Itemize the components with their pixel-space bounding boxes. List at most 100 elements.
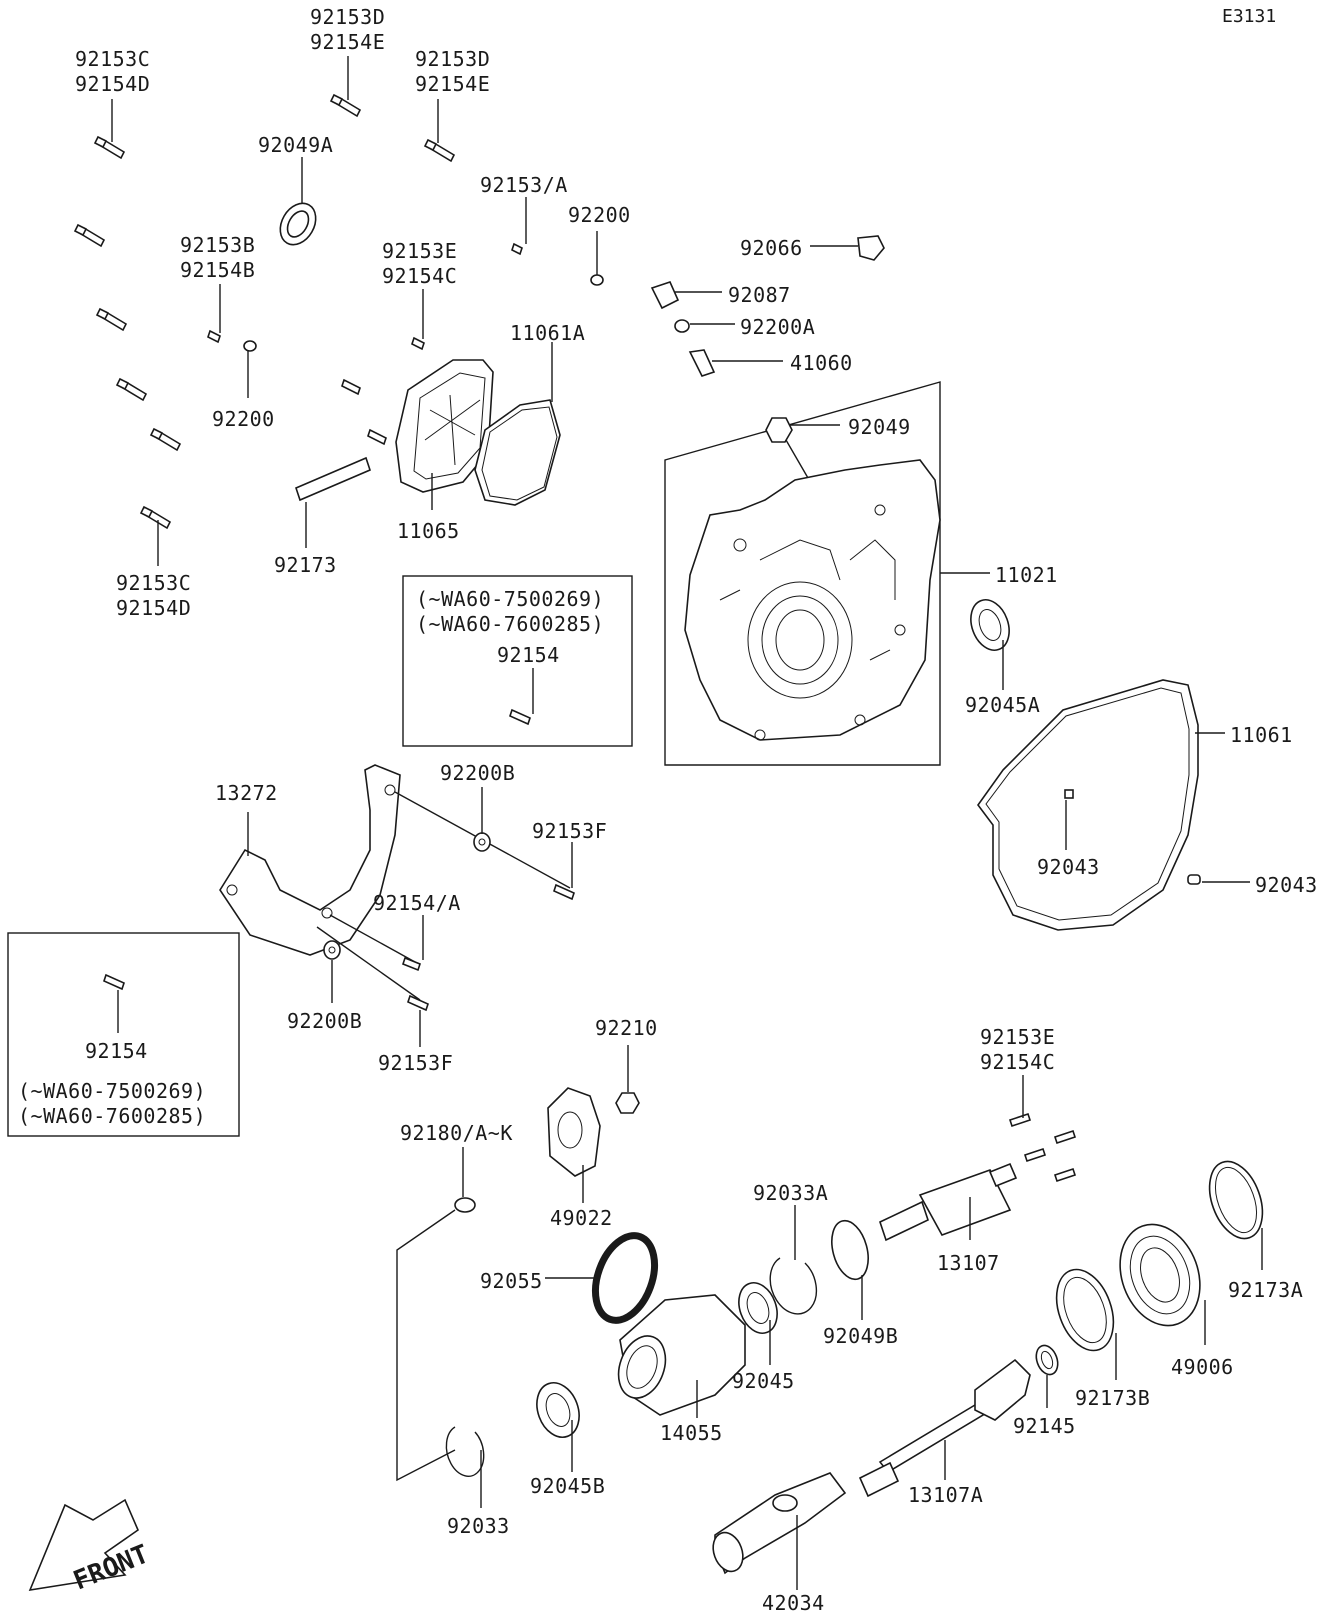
bolt-left-1 — [73, 223, 106, 248]
part-number-label: (~WA60-7600285) — [18, 1104, 206, 1128]
part-number-label: 92055 — [480, 1269, 543, 1293]
part-number-label: 11061A — [510, 321, 585, 345]
circlip-92033 — [445, 1426, 485, 1508]
part-number-label: 92154E — [415, 72, 490, 96]
part-number-label: 42034 — [762, 1591, 825, 1615]
part-number-label: 14055 — [660, 1421, 723, 1445]
part-number-label: 92173 — [274, 553, 337, 577]
dowel-92043-b — [1187, 874, 1250, 885]
bolt-left-4 — [149, 427, 182, 452]
part-number-label: (~WA60-7500269) — [416, 587, 604, 611]
cap-92066 — [810, 235, 885, 261]
part-number-label: 13272 — [215, 781, 278, 805]
part-number-label: 92153D — [415, 47, 490, 71]
part-number-label: 13107A — [908, 1483, 983, 1507]
part-number-label: 92066 — [740, 236, 803, 260]
plate-92173 — [295, 456, 371, 548]
plug-92087 — [650, 281, 722, 310]
clamp-92173B — [1055, 1268, 1117, 1380]
part-number-label: 13107 — [937, 1251, 1000, 1275]
part-number-label: (~WA60-7500269) — [18, 1079, 206, 1103]
bolt-small-2 — [367, 428, 387, 446]
bolt-92153E-b — [1008, 1075, 1077, 1183]
variant-box-1 — [402, 575, 633, 747]
part-number-label: 92154B — [180, 258, 255, 282]
circlip-92033A — [769, 1205, 818, 1315]
part-number-label: 92173B — [1075, 1386, 1150, 1410]
part-number-label: 92200B — [287, 1009, 362, 1033]
part-number-label: 92154C — [382, 264, 457, 288]
washer-92200B-a — [394, 787, 571, 889]
bearing-92045 — [738, 1282, 778, 1365]
oring-92055 — [545, 1232, 658, 1324]
part-number-label: 92200A — [740, 315, 815, 339]
spring-92145 — [1035, 1344, 1059, 1408]
washer-92200A — [674, 319, 735, 333]
part-number-label: 92200B — [440, 761, 515, 785]
part-number-label: 92153E — [382, 239, 457, 263]
nut-92049 — [765, 417, 840, 479]
bolt-92153F-b — [407, 994, 429, 1047]
part-number-label: 92200 — [568, 203, 631, 227]
part-number-label: 92153D — [310, 5, 385, 29]
part-number-label: 92045A — [965, 693, 1040, 717]
sensor-41060 — [688, 349, 783, 377]
diagram-code: E3131 — [1222, 6, 1276, 27]
part-number-label: 92173A — [1228, 1278, 1303, 1302]
bolt-small-1 — [341, 378, 361, 396]
gasket-11061 — [977, 679, 1225, 931]
bolt-left-3 — [115, 377, 148, 402]
part-number-label: 92154/A — [373, 891, 461, 915]
washer-92200B-b — [316, 926, 421, 1003]
part-number-label: 92153F — [532, 819, 607, 843]
washer-92200-a — [590, 231, 604, 286]
part-number-label: 92045 — [732, 1369, 795, 1393]
part-number-label: 92210 — [595, 1016, 658, 1040]
bolt-92153F-a — [553, 842, 575, 901]
part-number-label: 92043 — [1037, 855, 1100, 879]
part-number-label: 92154E — [310, 30, 385, 54]
gasket-11061A — [474, 342, 561, 506]
bolt-92153B — [207, 284, 221, 344]
nut-92210 — [615, 1045, 640, 1114]
part-number-label: 92200 — [212, 407, 275, 431]
boot-49006 — [1119, 1223, 1206, 1345]
part-number-label: 92033A — [753, 1181, 828, 1205]
washer-92200-b — [243, 340, 257, 398]
yoke-42034 — [712, 1472, 847, 1590]
part-number-label: 11061 — [1230, 723, 1293, 747]
part-number-label: 92153C — [116, 571, 191, 595]
bolt-left-2 — [95, 307, 128, 332]
part-number-label: 92154C — [980, 1050, 1055, 1074]
bolt-92153C-top — [93, 99, 126, 160]
part-number-label: 92049A — [258, 133, 333, 157]
shim-92180 — [396, 1147, 476, 1482]
part-number-label: 92153/A — [480, 173, 568, 197]
bolt-92153D-top — [329, 56, 362, 118]
variant-box-2 — [7, 932, 240, 1137]
part-number-label: 92153C — [75, 47, 150, 71]
part-number-label: 41060 — [790, 351, 853, 375]
part-number-label: 11065 — [397, 519, 460, 543]
bolt-92153C-b — [139, 505, 172, 566]
part-number-label: 92045B — [530, 1474, 605, 1498]
part-number-label: 92033 — [447, 1514, 510, 1538]
part-number-label: 92145 — [1013, 1414, 1076, 1438]
part-number-label: 92154 — [497, 643, 560, 667]
part-number-label: 92154D — [75, 72, 150, 96]
part-number-label: 92180/A~K — [400, 1121, 513, 1145]
clamp-92173A — [1208, 1160, 1264, 1270]
part-number-label: 92154D — [116, 596, 191, 620]
part-number-label: 92154 — [85, 1039, 148, 1063]
bearing-92045A — [970, 599, 1010, 690]
crankcase-cover-11021 — [684, 459, 990, 741]
bolt-92153E-top — [411, 289, 425, 351]
part-number-label: 49022 — [550, 1206, 613, 1230]
front-arrow-icon: FRONT — [28, 1498, 153, 1596]
shaft-13107A — [858, 1358, 1031, 1498]
crankcase-cover-box — [664, 381, 941, 766]
bolt-92153D-b — [423, 99, 456, 163]
part-number-label: 92049 — [848, 415, 911, 439]
part-number-label: 11021 — [995, 563, 1058, 587]
